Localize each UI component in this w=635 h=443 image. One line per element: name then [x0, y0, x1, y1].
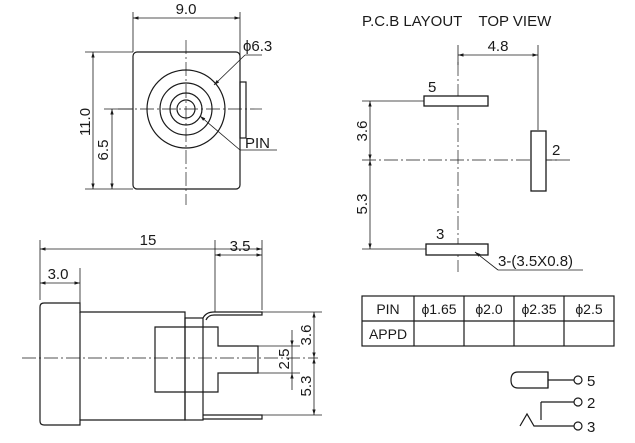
dim-center-height-label: 6.5 [95, 140, 112, 161]
pad-2 [530, 130, 547, 192]
pin-table: PIN ϕ1.65 ϕ2.0 ϕ2.35 ϕ2.5 APPD [361, 295, 615, 347]
plug-symbol [510, 371, 549, 389]
pad-2-label: 2 [552, 142, 560, 159]
dim-pin-lower-label: 5.3 [298, 376, 315, 397]
front-view: 9.0 ϕ6.3 PIN 11.0 6.5 [77, 1, 277, 205]
side-body-outline [39, 302, 186, 426]
lower-pin-lead [203, 414, 263, 420]
dim-pin-upper-label: 3.6 [298, 325, 315, 346]
pin-leader [199, 115, 241, 151]
dim-length-label: 15 [140, 232, 157, 249]
dim-diameter-leader [213, 54, 246, 86]
pad-size-label: 3-(3.5X0.8) [498, 253, 573, 270]
dim-diameter-label: ϕ6.3 [243, 38, 272, 55]
dim-front-label: 3.0 [48, 266, 69, 283]
pad-3-label: 3 [436, 226, 444, 243]
pin-5-terminal [573, 375, 583, 385]
side-pin-tab [239, 81, 247, 139]
pcb-layout-view: P.C.B LAYOUT TOP VIEW 4.8 5 2 3 3-(3.5X0… [354, 13, 583, 272]
pad-size-leader [474, 251, 499, 271]
pin-3-wire [519, 412, 574, 427]
table-header-cell: PIN [376, 301, 399, 317]
pin-2-terminal [573, 397, 583, 407]
pin-label: PIN [245, 135, 270, 152]
dim-height-label: 11.0 [77, 108, 94, 136]
jack-schematic: 5 2 3 [510, 371, 595, 436]
side-view: 15 3.5 3.0 3.6 5.3 2.5 [22, 232, 322, 426]
upper-pin-lead [202, 311, 263, 321]
dim-pin-mid-label: 2.5 [276, 349, 293, 370]
plug-stem [154, 326, 259, 393]
pin-3-terminal [573, 421, 583, 431]
table-header-cell: ϕ2.35 [521, 301, 556, 317]
dim-width-label: 9.0 [176, 1, 197, 18]
pad-5 [423, 95, 489, 107]
pin-2-label: 2 [587, 395, 595, 412]
pin-5-label: 5 [587, 373, 595, 390]
rear-housing [184, 317, 204, 421]
dim-lower-label: 5.3 [354, 194, 371, 215]
table-row-label: APPD [369, 326, 407, 342]
pad-5-label: 5 [428, 79, 436, 96]
pad-3 [425, 243, 489, 256]
table-header-cell: ϕ2.0 [475, 301, 503, 317]
table-header-cell: ϕ2.5 [575, 301, 603, 317]
dim-horizontal-label: 4.8 [488, 38, 509, 55]
table-header-cell: ϕ1.65 [421, 301, 456, 317]
pin-3-label: 3 [587, 419, 595, 436]
pcb-layout-title: P.C.B LAYOUT TOP VIEW [362, 13, 552, 30]
dim-upper-label: 3.6 [354, 121, 371, 142]
dim-pin-offset-label: 3.5 [230, 238, 251, 255]
